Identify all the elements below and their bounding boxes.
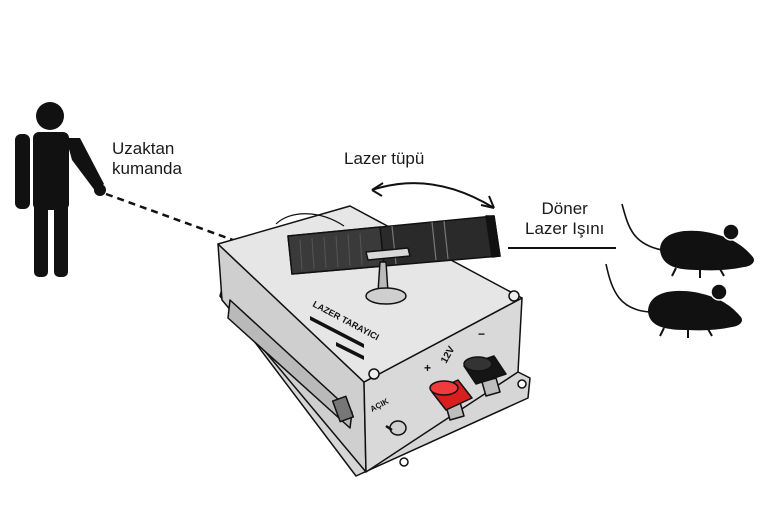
laser-tube-label: Lazer tüpü (344, 149, 425, 168)
remote-label-line2: kumanda (112, 159, 182, 178)
laser-scanner-device: LAZER TARAYICI 12V + − AÇIK (217, 205, 531, 477)
mount-hole (517, 379, 527, 389)
remote-label-line1: Uzaktan (112, 139, 175, 158)
screw-icon (368, 368, 380, 380)
minus-label: − (478, 327, 485, 341)
beam-label-line1: Döner (541, 199, 588, 218)
front-slot (227, 299, 353, 429)
laser-tube (287, 215, 501, 305)
screw-icon (508, 290, 520, 302)
rotating-beam-label: Döner Lazer Işını (525, 199, 604, 239)
remote-signal-line (105, 192, 234, 242)
rotation-arrow-icon (371, 182, 495, 209)
mount-hole (399, 457, 409, 467)
positive-terminal-icon (429, 379, 473, 421)
power-switch[interactable] (385, 420, 407, 436)
cable (275, 213, 345, 227)
panel-label-stripes (310, 316, 364, 360)
negative-terminal-icon (463, 355, 507, 397)
remote-control-label: Uzaktan kumanda (112, 139, 182, 179)
mouse-icon (621, 203, 755, 278)
person-icon (15, 102, 106, 277)
plus-label: + (424, 361, 431, 375)
mouse-icon (605, 263, 743, 338)
beam-label-line2: Lazer Işını (525, 219, 605, 238)
